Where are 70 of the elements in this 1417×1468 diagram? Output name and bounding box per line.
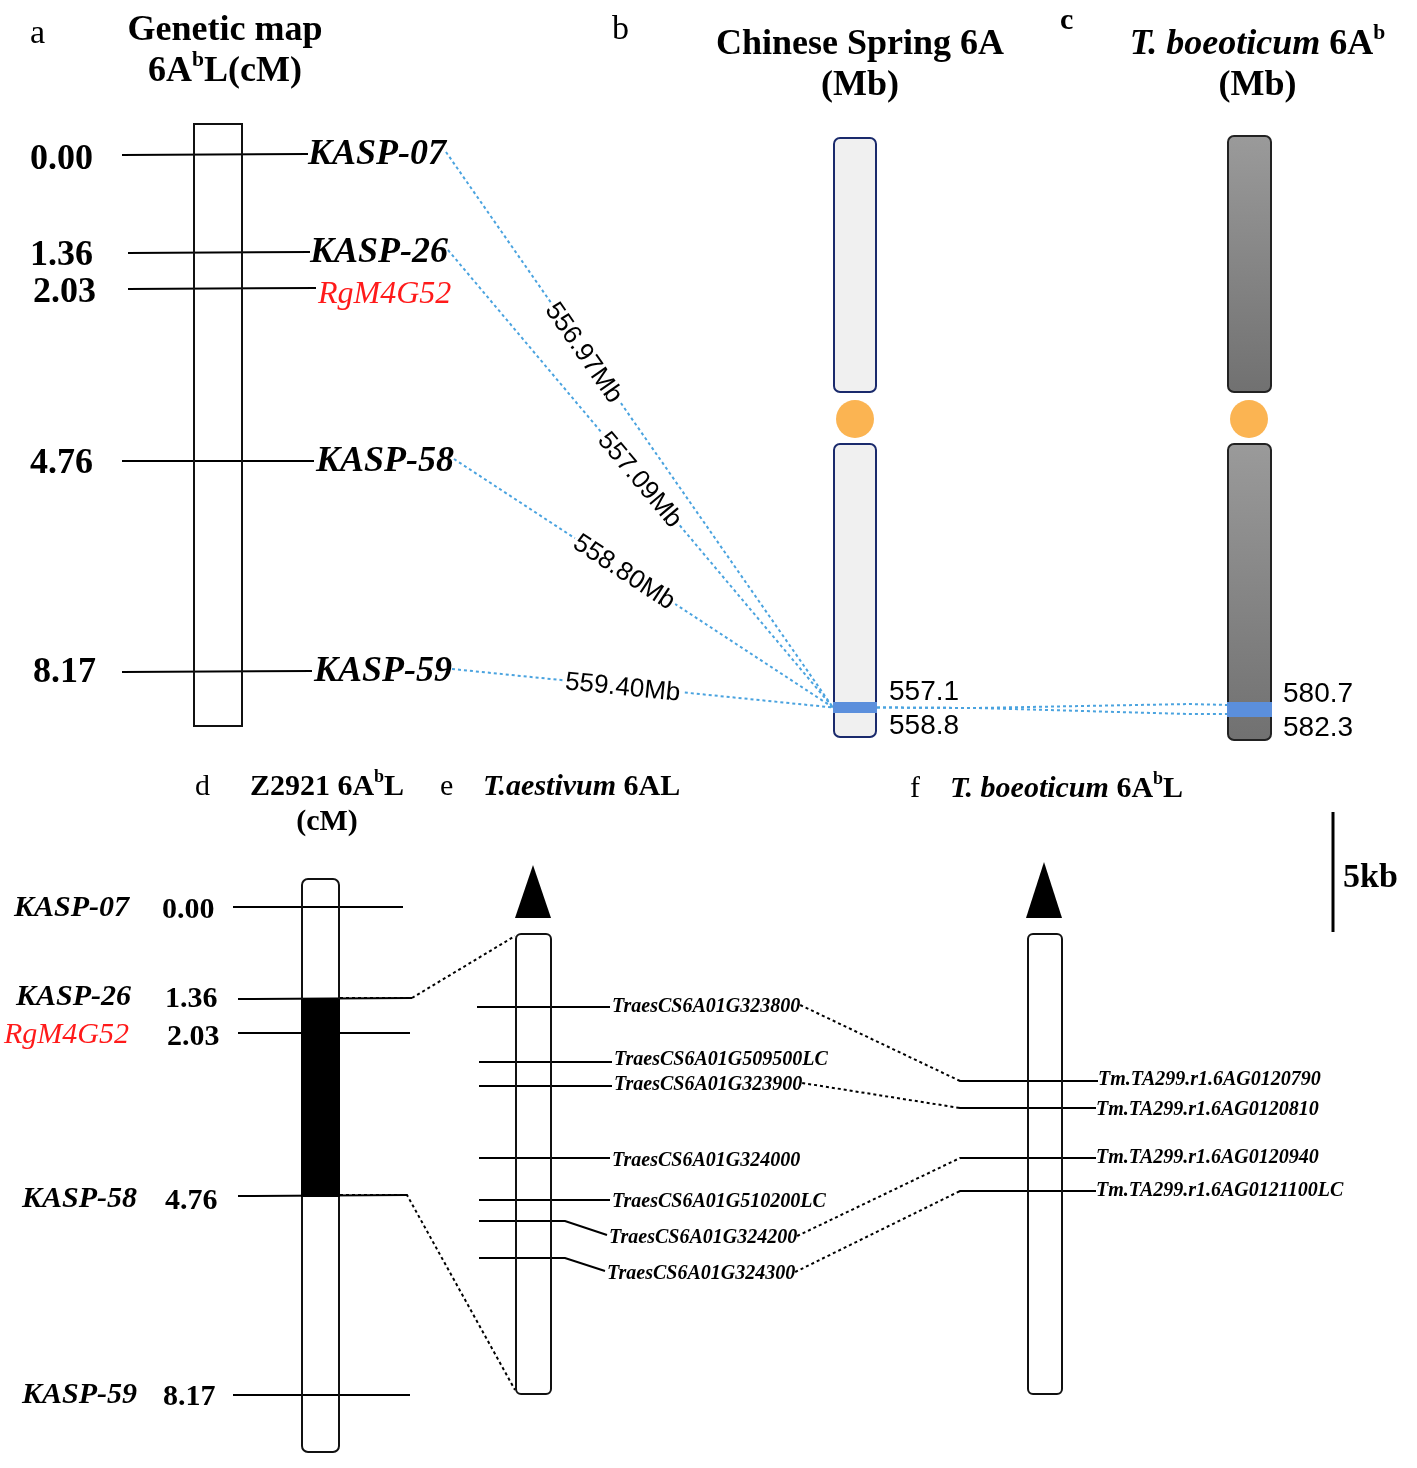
panel-letter: c bbox=[1060, 2, 1074, 37]
panel-title: T. boeoticum 6A$^{b}$L bbox=[950, 770, 1184, 805]
panel-letter: e bbox=[440, 768, 454, 803]
chromosome-arm bbox=[1227, 135, 1272, 393]
panel-title: Z2921 6A$^{b}$L (cM) bbox=[248, 768, 406, 837]
panel-title: Genetic map 6A$^{b}$L(cM) bbox=[126, 8, 324, 91]
chromosome-bar bbox=[1027, 933, 1063, 1395]
marker-label: KASP-58 bbox=[22, 1182, 138, 1212]
chromosome-bar bbox=[193, 123, 243, 727]
connector bbox=[1062, 1190, 1097, 1192]
dashed-connector bbox=[339, 1194, 516, 1391]
chromosome-arm bbox=[1227, 443, 1272, 741]
marker-label: KASP-59 bbox=[22, 1378, 138, 1408]
centromere bbox=[1230, 400, 1268, 438]
centromere bbox=[836, 400, 874, 438]
panel-letter: d bbox=[195, 768, 210, 803]
panel-letter: a bbox=[30, 12, 46, 52]
position-value: 4.76 bbox=[165, 1182, 218, 1217]
dashed-connector bbox=[796, 1157, 1028, 1237]
position-value: 1.36 bbox=[165, 980, 218, 1015]
marker-label: KASP-58 bbox=[316, 441, 455, 477]
gene-label: TraesCS6A01G324300 bbox=[607, 1262, 796, 1282]
gene-label: Tm.TA299.r1.6AG0120810 bbox=[1096, 1098, 1319, 1118]
position-value: 4.76 bbox=[30, 441, 93, 483]
gene-label: TraesCS6A01G509500LC bbox=[614, 1048, 828, 1068]
connector bbox=[1062, 1080, 1099, 1082]
marker-label: RgM4G52 bbox=[318, 276, 452, 308]
chromosome-arm bbox=[833, 137, 877, 393]
scale-label: 5kb bbox=[1343, 856, 1398, 896]
position-value: 2.03 bbox=[167, 1018, 220, 1053]
gene-label: Tm.TA299.r1.6AG0120790 bbox=[1098, 1068, 1321, 1088]
marker-label: KASP-26 bbox=[16, 980, 132, 1010]
marker-label: KASP-26 bbox=[310, 232, 449, 268]
dashed-connector bbox=[876, 706, 1228, 715]
connector bbox=[1062, 1157, 1097, 1159]
chromosome-bar bbox=[301, 878, 340, 1453]
dashed-connector bbox=[339, 935, 516, 999]
position-value: 582.3 bbox=[1283, 713, 1354, 741]
position-value: 0.00 bbox=[162, 891, 215, 926]
chromosome-band bbox=[1227, 702, 1272, 717]
panel-letter: b bbox=[612, 8, 629, 48]
position-value: 0.00 bbox=[30, 137, 93, 179]
panel-letter: f bbox=[910, 770, 920, 805]
marker-label: KASP-59 bbox=[314, 651, 453, 687]
chromosome-bar bbox=[515, 933, 552, 1395]
position-value: 557.1 bbox=[889, 677, 960, 705]
gene-label: Tm.TA299.r1.6AG0121100LC bbox=[1096, 1179, 1344, 1199]
gene-label: TraesCS6A01G324000 bbox=[612, 1149, 801, 1169]
dashed-connector bbox=[801, 1082, 1028, 1109]
marker-label: RgM4G52 bbox=[4, 1018, 129, 1048]
gene-label: TraesCS6A01G323800 bbox=[612, 995, 801, 1015]
dashed-connector bbox=[799, 1004, 1028, 1082]
position-value: 8.17 bbox=[33, 650, 96, 692]
panel-title: T.aestivum 6AL bbox=[483, 768, 681, 803]
gene-label: TraesCS6A01G510200LC bbox=[612, 1190, 826, 1210]
chromosome-band bbox=[833, 702, 877, 713]
gene-label: TraesCS6A01G323900 bbox=[614, 1073, 803, 1093]
position-value: 580.7 bbox=[1283, 679, 1354, 707]
chromosome-segment bbox=[301, 999, 340, 1197]
chromosome-arm bbox=[833, 443, 877, 738]
panel-title: Chinese Spring 6A (Mb) bbox=[714, 22, 1006, 105]
position-value: 8.17 bbox=[163, 1378, 216, 1413]
panel-title: T. boeoticum 6A$^{b}$ (Mb) bbox=[1128, 22, 1387, 105]
gene-label: Tm.TA299.r1.6AG0120940 bbox=[1096, 1146, 1319, 1166]
marker-label: KASP-07 bbox=[14, 891, 130, 921]
connector bbox=[1062, 1107, 1097, 1109]
marker-label: KASP-07 bbox=[308, 134, 447, 170]
gene-label: TraesCS6A01G324200 bbox=[609, 1226, 798, 1246]
position-value: 558.8 bbox=[889, 711, 960, 739]
dashed-connector bbox=[794, 1190, 1028, 1273]
